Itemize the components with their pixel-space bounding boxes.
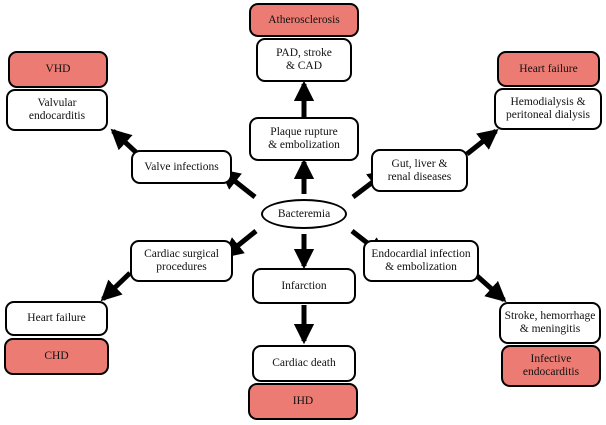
node-valvular-endocarditis-label: Valvular endocarditis [28, 97, 86, 122]
node-stroke-hemorrhage-label: Stroke, hemorrhage & meningitis [504, 310, 596, 335]
arrow-gut-liver-renal-to-dialysis [465, 128, 499, 156]
node-ihd-label: IHD [292, 395, 314, 408]
node-gut-liver-renal-label: Gut, liver & renal diseases [387, 157, 452, 183]
node-heart-failure-left[interactable]: Heart failure [5, 301, 108, 336]
node-vhd-label: VHD [45, 63, 71, 76]
node-chd[interactable]: CHD [4, 338, 109, 375]
node-infarction-label: Infarction [281, 279, 327, 292]
node-infective-endocarditis[interactable]: Infective endocarditis [501, 345, 601, 387]
node-infarction[interactable]: Infarction [252, 268, 356, 304]
node-vhd[interactable]: VHD [8, 51, 108, 88]
node-chd-label: CHD [44, 350, 69, 363]
node-plaque-rupture-label: Plaque rupture & embolization [268, 126, 340, 151]
node-infective-endocarditis-label: Infective endocarditis [522, 353, 580, 378]
arrow-endocardial-infection-to-stroke-hemorrhage [474, 273, 507, 303]
node-valve-infections[interactable]: Valve infections [131, 150, 232, 184]
node-dialysis-label: Hemodialysis & peritoneal dialysis [506, 96, 590, 121]
node-valvular-endocarditis[interactable]: Valvular endocarditis [6, 89, 108, 131]
node-cardiac-death-label: Cardiac death [272, 357, 336, 370]
node-cardiac-death[interactable]: Cardiac death [252, 345, 356, 382]
node-bacteremia[interactable]: Bacteremia [261, 199, 347, 229]
node-heart-failure-right-label: Heart failure [519, 62, 578, 75]
node-pad-stroke-cad-label: PAD, stroke & CAD [276, 47, 332, 72]
node-atherosclerosis[interactable]: Atherosclerosis [249, 3, 359, 37]
node-dialysis[interactable]: Hemodialysis & peritoneal dialysis [494, 88, 602, 130]
node-bacteremia-label: Bacteremia [277, 207, 331, 220]
node-endocardial-infection[interactable]: Endocardial infection & embolization [363, 240, 479, 282]
node-stroke-hemorrhage[interactable]: Stroke, hemorrhage & meningitis [499, 302, 601, 344]
node-heart-failure-left-label: Heart failure [27, 312, 86, 325]
arrow-cardiac-surgical-to-heart-failure-left [100, 271, 132, 302]
node-atherosclerosis-label: Atherosclerosis [268, 13, 340, 26]
node-heart-failure-right[interactable]: Heart failure [497, 51, 600, 87]
node-valve-infections-label: Valve infections [144, 160, 219, 173]
node-plaque-rupture[interactable]: Plaque rupture & embolization [249, 117, 359, 161]
node-ihd[interactable]: IHD [248, 383, 358, 420]
node-endocardial-infection-label: Endocardial infection & embolization [371, 248, 471, 273]
node-gut-liver-renal[interactable]: Gut, liver & renal diseases [371, 149, 468, 192]
node-cardiac-surgical[interactable]: Cardiac surgical procedures [130, 240, 233, 282]
node-pad-stroke-cad[interactable]: PAD, stroke & CAD [256, 38, 352, 82]
node-cardiac-surgical-label: Cardiac surgical procedures [144, 248, 219, 273]
